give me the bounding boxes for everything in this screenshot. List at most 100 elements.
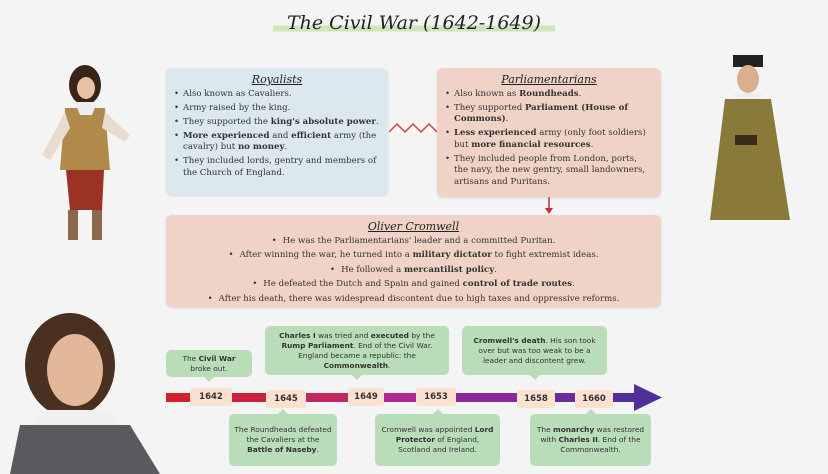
- bold-text: More experienced: [183, 130, 270, 141]
- timeline-segment: [384, 393, 416, 402]
- text: .: [590, 139, 594, 150]
- text: .: [284, 142, 288, 152]
- event-1642-callout: The Civil War broke out.: [166, 350, 252, 382]
- bold-text: Rump Parliament: [281, 340, 354, 350]
- list-item: He was the Parliamentarians' leader and …: [174, 236, 653, 248]
- list-item: Less experienced army (only foot soldier…: [445, 128, 653, 151]
- bold-text: no money: [237, 142, 285, 152]
- event-1653-callout: Cromwell was appointed Lord Protector of…: [375, 409, 500, 466]
- bold-text: Cromwell's death: [473, 335, 546, 345]
- event-1645-callout: The Roundheads defeated the Cavaliers at…: [229, 409, 337, 466]
- text: He was the Parliamentarians' leader and …: [282, 235, 556, 246]
- text: The Roundheads defeated the Cavaliers at…: [234, 425, 332, 444]
- text: Cromwell was appointed: [381, 425, 475, 434]
- text: of England, Scotland and Ireland.: [398, 435, 480, 454]
- timeline-segment: [456, 393, 517, 402]
- event-1660-callout: The monarchy was restored with Charles I…: [530, 409, 651, 466]
- royalists-list: Also known as Cavaliers. Army raised by t…: [174, 89, 380, 180]
- parliamentarians-list: Also known as Roundheads.They supported …: [445, 89, 653, 189]
- text: army (the cavalry) but: [183, 130, 377, 153]
- text: .: [388, 360, 391, 370]
- text: Army raised by the king.: [183, 102, 291, 113]
- bold-text: military dictator: [412, 250, 492, 260]
- timeline-segment: [613, 393, 635, 402]
- text: .: [316, 445, 319, 454]
- text: .: [578, 88, 582, 99]
- parliamentarian-portrait-image: [710, 55, 790, 220]
- text: army (only foot soldiers) but: [454, 128, 646, 150]
- year-1642: 1642: [190, 388, 232, 406]
- bold-text: monarchy: [553, 425, 595, 434]
- timeline-arrow-icon: [634, 384, 662, 411]
- text: After his death, there was widespread di…: [218, 293, 620, 304]
- bold-text: king's absolute power: [270, 116, 376, 127]
- year-1645: 1645: [266, 390, 306, 408]
- parliamentarians-heading: Parliamentarians: [501, 73, 597, 86]
- text: to fight extremist ideas.: [491, 250, 599, 260]
- text: Also known as Cavaliers.: [183, 88, 292, 99]
- bold-text: Charles I: [279, 330, 316, 340]
- list-item: They included lords, gentry and members …: [174, 156, 380, 179]
- text: He followed a: [341, 264, 404, 275]
- year-1658: 1658: [517, 390, 555, 408]
- year-1653: 1653: [416, 388, 456, 406]
- list-item: After his death, there was widespread di…: [174, 294, 653, 306]
- zigzag-connector-icon: [389, 122, 437, 134]
- text: They included people from London, ports,…: [454, 153, 646, 187]
- bold-text: Charles II: [558, 435, 598, 444]
- list-item: They supported the king's absolute power…: [174, 117, 380, 129]
- text: .: [505, 114, 509, 124]
- bold-text: Roundheads: [519, 88, 579, 99]
- bold-text: Parliament (House of Commons): [454, 102, 629, 125]
- oliver-cromwell-card: Oliver Cromwell He was the Parliamentari…: [166, 215, 661, 307]
- cromwell-list: He was the Parliamentarians' leader and …: [174, 236, 653, 306]
- year-1649: 1649: [348, 388, 384, 406]
- list-item: He defeated the Dutch and Spain and gain…: [174, 279, 653, 291]
- arrow-down-icon: [545, 197, 553, 214]
- text: Also known as: [454, 88, 520, 99]
- list-item: They supported Parliament (House of Comm…: [445, 103, 653, 126]
- text: .: [494, 264, 497, 275]
- year-1660: 1660: [575, 390, 613, 408]
- text: was restored with: [540, 425, 645, 444]
- text: They included lords, gentry and members …: [183, 156, 377, 178]
- text: They supported: [454, 102, 525, 113]
- bold-text: Civil War: [198, 353, 236, 363]
- text: by the: [408, 330, 435, 340]
- bold-text: mercantilist policy: [404, 264, 495, 275]
- text: was tried and: [315, 330, 371, 340]
- bold-text: Lord Protector: [395, 425, 494, 444]
- list-item: They included people from London, ports,…: [445, 154, 653, 189]
- list-item: He followed a mercantilist policy.: [174, 265, 653, 277]
- timeline-segment: [306, 393, 348, 402]
- list-item: Army raised by the king.: [174, 103, 380, 115]
- bold-text: Battle of Naseby: [247, 445, 317, 454]
- text: . End of the Commonwealth.: [560, 435, 641, 454]
- text: The: [536, 425, 554, 434]
- bold-text: Commonwealth: [323, 360, 389, 370]
- text: broke out.: [190, 363, 228, 373]
- list-item: Also known as Roundheads.: [445, 89, 653, 101]
- event-1658-callout: Cromwell's death. His son took over but …: [462, 326, 607, 380]
- text: He defeated the Dutch and Spain and gain…: [263, 279, 463, 289]
- bold-text: executed: [370, 330, 409, 340]
- bold-text: control of trade routes: [462, 279, 573, 289]
- text: . His son took over but was too weak to …: [478, 335, 596, 365]
- timeline-segment: [555, 393, 575, 402]
- text: . End of the Civil War. England became a…: [298, 340, 433, 360]
- text: .: [375, 116, 379, 127]
- cromwell-portrait-image: [10, 313, 160, 474]
- parliamentarians-card: Parliamentarians Also known as Roundhead…: [437, 68, 661, 197]
- list-item: After winning the war, he turned into a …: [174, 250, 653, 262]
- text: After winning the war, he turned into a: [239, 250, 413, 260]
- royalist-portrait-image: [42, 65, 130, 240]
- royalists-heading: Royalists: [251, 73, 303, 86]
- event-1649-callout: Charles I was tried and executed by the …: [265, 326, 449, 380]
- bold-text: efficient: [291, 130, 332, 141]
- page-title: The Civil War (1642-1649): [0, 12, 828, 34]
- text: The: [182, 353, 199, 363]
- text: .: [572, 279, 575, 289]
- cromwell-heading: Oliver Cromwell: [367, 220, 460, 233]
- text: and: [269, 130, 292, 141]
- timeline-segment: [166, 393, 190, 402]
